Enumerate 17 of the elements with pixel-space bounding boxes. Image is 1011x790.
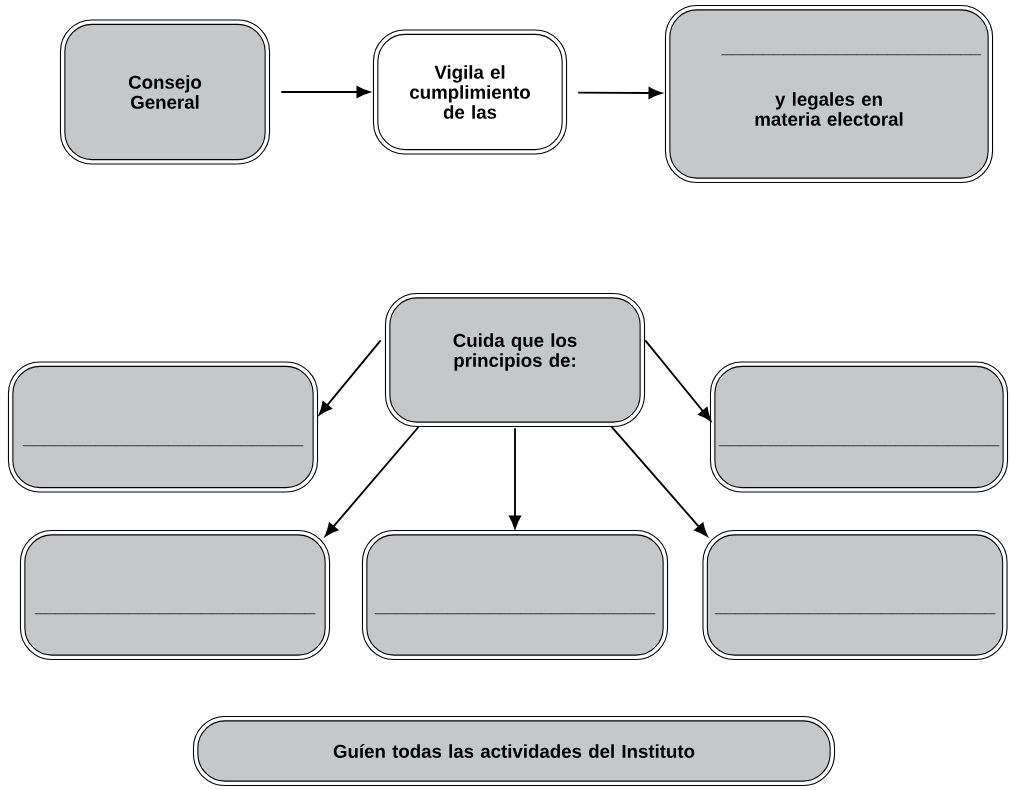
rounded-box: ___________________________ [19, 529, 331, 661]
rounded-box: ___________________________ [702, 529, 1008, 661]
rounded-box: Cuida que los principios de: [384, 292, 646, 428]
rounded-box: Vigila el cumplimiento de las [372, 29, 568, 155]
rounded-box: ___________________________ [361, 529, 669, 661]
arrow [577, 87, 662, 99]
rounded-box: Guíen todas las actividades del Instituto [192, 715, 836, 787]
arrow [280, 86, 370, 98]
arrow [509, 427, 521, 529]
arrow [610, 426, 708, 537]
arrow [644, 339, 712, 422]
rounded-box: _________________________ y legales en materia electoral [664, 4, 994, 184]
arrow [318, 339, 382, 416]
rounded-box: ___________________________ [7, 361, 319, 493]
rounded-box: Consejo General [59, 19, 271, 165]
arrow [324, 426, 420, 537]
rounded-box: ___________________________ [709, 361, 1009, 493]
